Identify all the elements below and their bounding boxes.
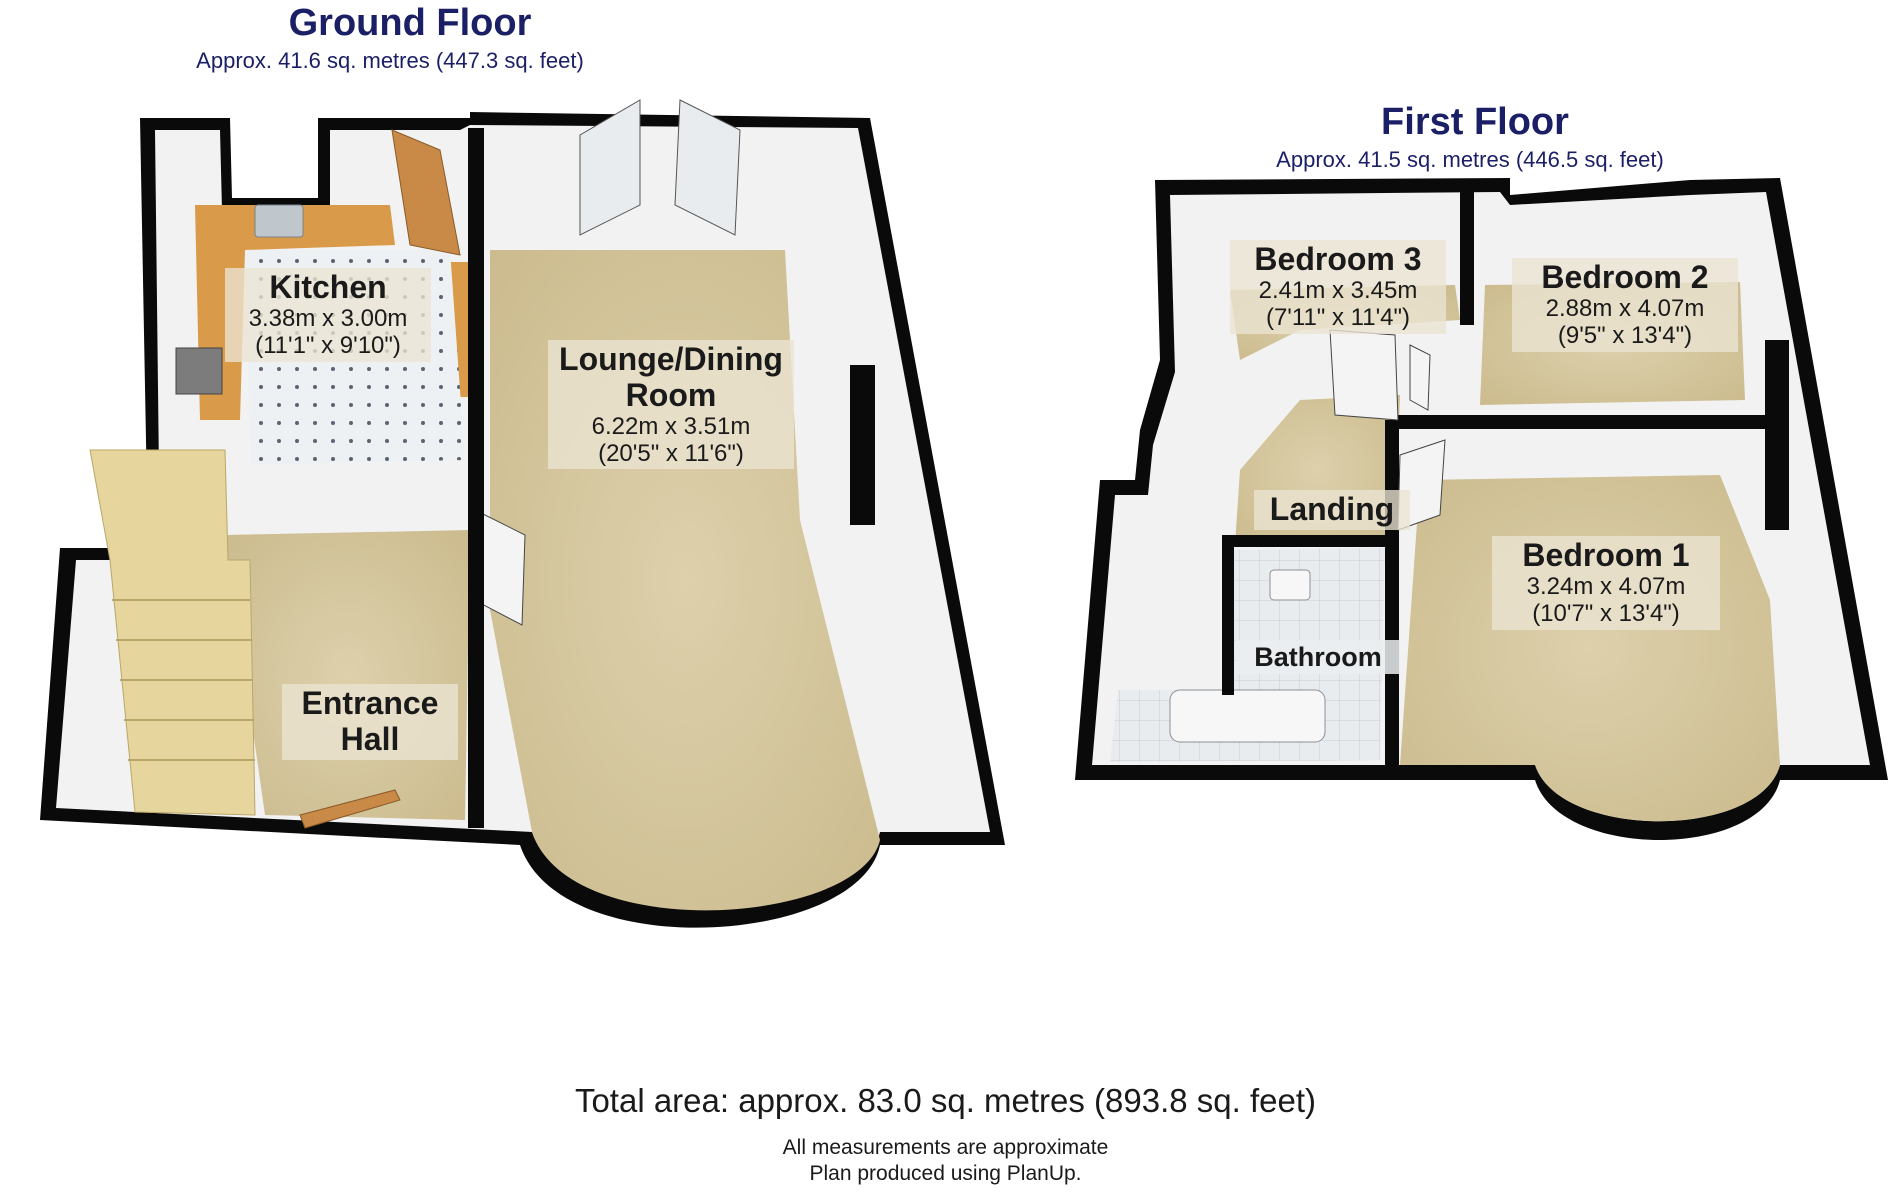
total-area: Total area: approx. 83.0 sq. metres (893… <box>574 1082 1317 1119</box>
entrance-hall-label: Entrance Hall <box>282 684 458 760</box>
kitchen-name: Kitchen <box>269 269 387 305</box>
bedroom2-metric: 2.88m x 4.07m <box>1545 294 1705 322</box>
lounge-french-door-right <box>674 99 741 236</box>
lounge-imperial: (20'5" x 11'6") <box>598 439 744 467</box>
sink-icon <box>254 204 304 238</box>
entrance-hall-name-line1: Entrance <box>301 685 439 721</box>
lounge-name-line2: Room <box>625 376 717 413</box>
plan-credit: Plan produced using PlanUp. <box>809 1162 1082 1185</box>
lounge-name-line1: Lounge/Dining <box>559 341 783 377</box>
kitchen-back-door <box>391 129 461 256</box>
bedroom1-imperial: (10'7" x 13'4") <box>1532 599 1680 627</box>
first-floor-title: First Floor <box>1381 101 1569 143</box>
hall-lounge-wall <box>468 128 484 828</box>
first-floor-plan <box>1075 178 1888 840</box>
bath-icon <box>1169 689 1326 743</box>
kitchen-imperial: (11'1" x 9'10") <box>255 331 401 359</box>
bedroom2-door <box>1409 344 1431 411</box>
entrance-hall-name-line2: Hall <box>340 720 400 757</box>
hall-floor <box>225 530 470 820</box>
bedroom3-door <box>1329 329 1399 421</box>
wall-bed3-bed2 <box>1460 185 1474 325</box>
lounge-label: Lounge/Dining Room 6.22m x 3.51m (20'5" … <box>548 340 794 470</box>
bedroom3-name: Bedroom 3 <box>1254 241 1422 277</box>
stair-treads <box>112 599 255 761</box>
bathroom-name: Bathroom <box>1254 642 1382 672</box>
ground-floor-title: Ground Floor <box>288 2 532 44</box>
kitchen-label: Kitchen 3.38m x 3.00m (11'1" x 9'10") <box>225 268 431 362</box>
bedroom2-label: Bedroom 2 2.88m x 4.07m (9'5" x 13'4") <box>1512 258 1738 352</box>
measurement-note: All measurements are approximate <box>782 1136 1109 1159</box>
bedroom1-name: Bedroom 1 <box>1522 537 1690 573</box>
lounge-french-door-left <box>579 99 641 236</box>
staircase <box>89 449 256 816</box>
landing-label: Landing <box>1254 490 1410 530</box>
landing-name: Landing <box>1269 491 1395 527</box>
lounge-chimney-breast <box>850 365 875 525</box>
wall-bed1-left <box>1385 420 1399 765</box>
hob-icon <box>175 347 223 395</box>
bedroom3-label: Bedroom 3 2.41m x 3.45m (7'11" x 11'4") <box>1230 240 1446 334</box>
basin-icon <box>1269 569 1311 601</box>
bathroom-label: Bathroom <box>1236 640 1400 675</box>
ground-floor-plan <box>40 99 1005 928</box>
bedroom1-metric: 3.24m x 4.07m <box>1526 572 1686 600</box>
bedroom2-name: Bedroom 2 <box>1541 259 1709 295</box>
bedroom2-imperial: (9'5" x 13'4") <box>1557 321 1693 349</box>
first-floor-area: Approx. 41.5 sq. metres (446.5 sq. feet) <box>1276 147 1664 172</box>
bedroom1-label: Bedroom 1 3.24m x 4.07m (10'7" x 13'4") <box>1492 536 1720 630</box>
wall-bathroom-left <box>1222 535 1234 695</box>
bedroom3-imperial: (7'11" x 11'4") <box>1265 303 1411 331</box>
wall-bathroom-top <box>1225 535 1385 547</box>
wall-bed1-top <box>1395 415 1770 429</box>
bedroom2-window-block <box>1765 340 1789 530</box>
ground-floor-area: Approx. 41.6 sq. metres (447.3 sq. feet) <box>196 48 584 73</box>
bedroom3-metric: 2.41m x 3.45m <box>1258 276 1418 304</box>
kitchen-metric: 3.38m x 3.00m <box>248 304 408 332</box>
lounge-metric: 6.22m x 3.51m <box>591 412 751 440</box>
front-door <box>299 789 401 829</box>
